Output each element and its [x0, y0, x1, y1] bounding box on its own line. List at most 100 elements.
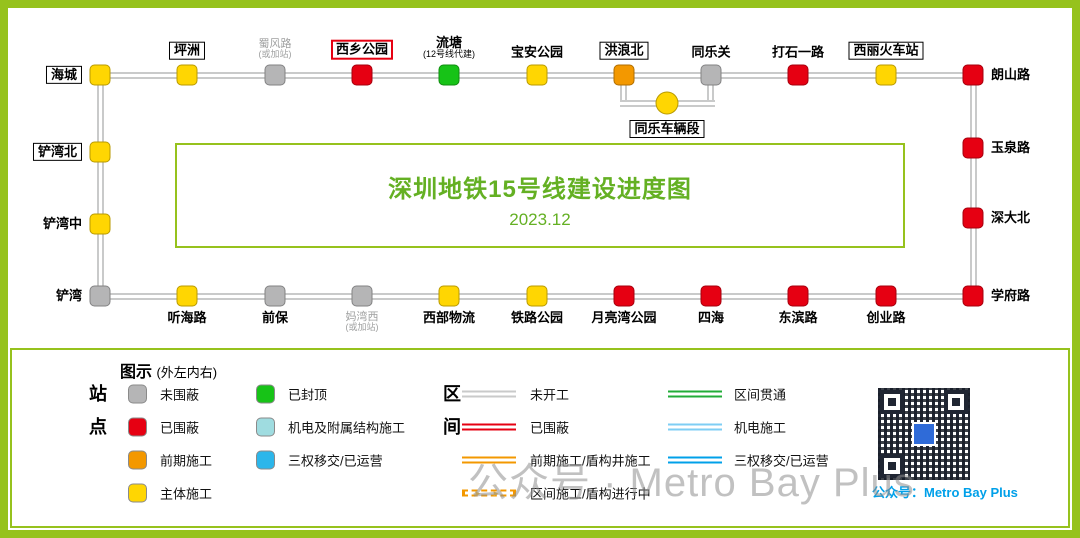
shield-arrow-icon: ► ►: [473, 488, 505, 498]
station-label: 坪洲: [168, 41, 206, 60]
station-label: 宝安公园: [510, 44, 564, 60]
legend-label: 已封顶: [288, 387, 328, 403]
legend-label: 主体施工: [160, 486, 213, 502]
qr-finder-icon: [880, 454, 904, 478]
legend-label: 三权移交/已运营: [288, 453, 383, 469]
legend-station-swatch: [128, 417, 147, 437]
legend-label: 前期施工: [160, 453, 213, 469]
legend-note: (外左内右): [156, 365, 218, 380]
station-label: 西丽火车站: [848, 41, 924, 60]
map-title: 深圳地铁15号线建设进度图: [388, 176, 692, 203]
station-label: 听海路: [167, 310, 207, 325]
station-label: 洪浪北: [599, 41, 649, 60]
legend-line-swatch: [462, 423, 516, 431]
station-label: 创业路: [866, 310, 906, 325]
title-box: 深圳地铁15号线建设进度图 2023.12: [175, 143, 905, 248]
legend-line-swatch: [462, 390, 516, 398]
station-marker: [613, 64, 635, 86]
station-marker: [962, 207, 984, 229]
legend-group-section: 区间: [443, 384, 461, 437]
depot-marker: [655, 91, 679, 115]
legend-label: 已围蔽: [530, 420, 570, 436]
legend-station-swatch: [256, 384, 275, 404]
legend-station-swatch: [128, 384, 147, 404]
station-marker: [526, 64, 548, 86]
station-marker: [962, 137, 984, 159]
legend-label: 前期施工/盾构井施工: [530, 453, 651, 469]
station-marker: [438, 285, 460, 307]
legend-label: 区间贯通: [734, 387, 787, 403]
station-label: 打石一路: [771, 44, 825, 60]
station-label: 铲湾: [55, 287, 82, 303]
legend-station-swatch: [128, 483, 147, 503]
qr-finder-icon: [880, 390, 904, 414]
station-label: 玉泉路: [991, 139, 1031, 155]
station-label: 同乐关: [691, 44, 731, 60]
legend-line-swatch: [462, 456, 516, 464]
legend-station-swatch: [256, 417, 275, 437]
station-marker: [875, 285, 897, 307]
legend-label: 未围蔽: [160, 387, 200, 403]
station-marker: [89, 141, 111, 163]
station-marker: [613, 285, 635, 307]
track-right: [970, 75, 977, 296]
legend-label: 区间施工/盾构进行中: [530, 486, 651, 502]
qr-caption: 公众号：Metro Bay Plus: [872, 485, 1018, 500]
legend-label: 三权移交/已运营: [734, 453, 829, 469]
station-marker: [89, 285, 111, 307]
legend-label: 未开工: [530, 387, 570, 403]
track-depot-branch-east: [707, 75, 714, 103]
station-marker: [89, 213, 111, 235]
station-marker: [176, 285, 198, 307]
station-label: 前保: [261, 310, 289, 325]
legend-label: 已围蔽: [160, 420, 200, 436]
map-date: 2023.12: [509, 210, 571, 229]
station-marker: [962, 64, 984, 86]
station-marker: [700, 285, 722, 307]
station-marker: [89, 64, 111, 86]
station-label: 蜀风路(或加站): [258, 38, 292, 60]
station-label: 妈湾西(或加站): [345, 311, 379, 333]
station-label: 同乐车辆段: [629, 120, 705, 139]
qr-finder-icon: [944, 390, 968, 414]
qr-code: [878, 388, 970, 480]
legend-title: 图示: [120, 364, 153, 381]
station-marker: [700, 64, 722, 86]
station-marker: [351, 64, 373, 86]
legend-station-swatch: [256, 450, 275, 470]
station-marker: [176, 64, 198, 86]
legend-label: 机电及附属结构施工: [288, 420, 406, 436]
station-marker: [264, 285, 286, 307]
station-label: 月亮湾公园: [591, 310, 657, 325]
station-marker: [526, 285, 548, 307]
station-label: 铲湾北: [32, 142, 82, 162]
legend-label: 机电施工: [734, 420, 787, 436]
station-label: 流塘(12号线代建): [422, 34, 476, 60]
station-label: 四海: [697, 310, 725, 325]
station-label: 学府路: [991, 287, 1031, 303]
station-label: 深大北: [991, 209, 1031, 225]
legend-line-swatch: [668, 390, 722, 398]
station-marker: [438, 64, 460, 86]
station-label: 东滨路: [778, 310, 818, 325]
station-label: 海城: [45, 65, 82, 85]
legend-line-swatch: ► ►: [462, 488, 516, 498]
legend-station-swatch: [128, 450, 147, 470]
station-marker: [787, 64, 809, 86]
station-label: 西乡公园: [330, 39, 394, 60]
station-marker: [351, 285, 373, 307]
legend-line-swatch: [668, 423, 722, 431]
station-marker: [962, 285, 984, 307]
station-marker: [787, 285, 809, 307]
station-label: 铁路公园: [510, 310, 564, 325]
legend-line-swatch: [668, 456, 722, 464]
station-marker: [875, 64, 897, 86]
track-left: [97, 75, 104, 296]
station-label: 铲湾中: [42, 215, 82, 231]
station-marker: [264, 64, 286, 86]
qr-logo: [912, 422, 936, 446]
track-depot-branch-west: [620, 75, 627, 103]
station-label: 西部物流: [422, 310, 476, 325]
legend-group-station: 站点: [89, 384, 107, 437]
